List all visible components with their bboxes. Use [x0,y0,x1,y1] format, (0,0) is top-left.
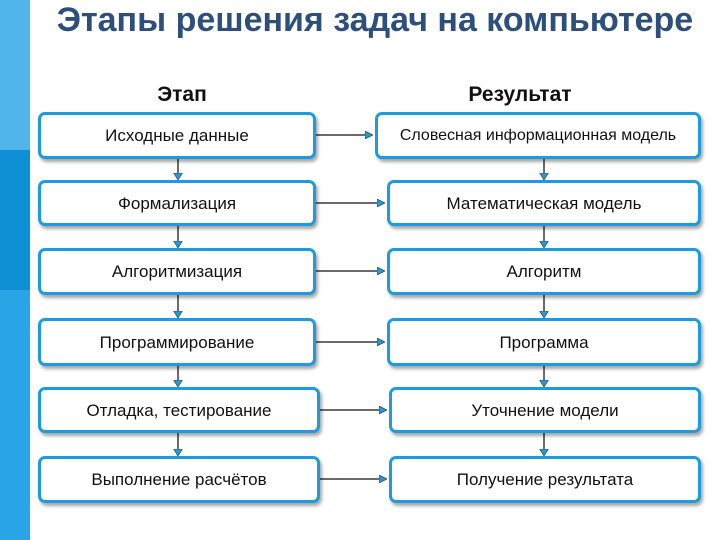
stage-box: Отладка, тестирование [38,387,320,433]
side-bar-segment [0,0,30,150]
column-header-result: Результат [468,83,572,106]
page-title: Этапы решения задач на компьютере [56,1,694,39]
stage-box: Программирование [38,318,316,366]
stage-box: Выполнение расчётов [38,456,320,503]
result-box: Математическая модель [387,180,701,226]
side-decoration-bar [0,0,30,540]
stage-box: Формализация [38,180,316,226]
stage-box: Исходные данные [38,112,316,159]
column-header-stage: Этап [157,83,207,106]
side-bar-segment [0,150,30,290]
result-box: Уточнение модели [389,387,701,433]
result-box: Алгоритм [387,248,701,295]
side-bar-segment [0,290,30,540]
result-box: Программа [387,318,701,366]
result-box: Словесная информационная модель [375,112,701,159]
stage-box: Алгоритмизация [38,248,316,295]
result-box: Получение результата [389,456,701,503]
